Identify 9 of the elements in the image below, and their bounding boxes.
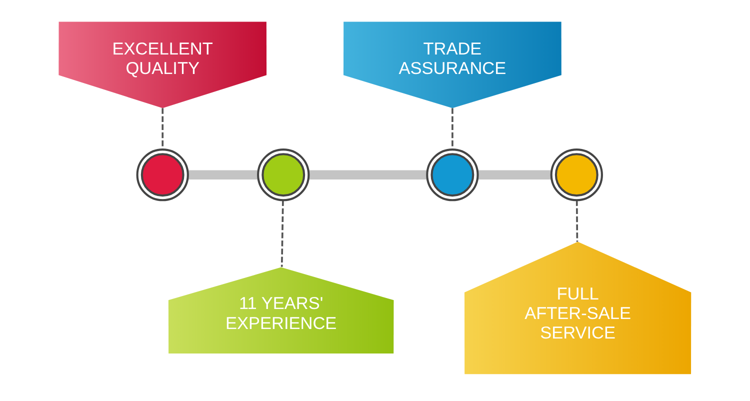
- connector: [576, 200, 578, 242]
- node-circle: [426, 148, 479, 202]
- connector: [308, 170, 427, 180]
- connector: [280, 200, 284, 267]
- node-circle: [257, 148, 310, 202]
- connector: [188, 170, 258, 180]
- node-circle: [550, 148, 603, 202]
- node-circle: [136, 148, 189, 202]
- connector: [478, 170, 552, 180]
